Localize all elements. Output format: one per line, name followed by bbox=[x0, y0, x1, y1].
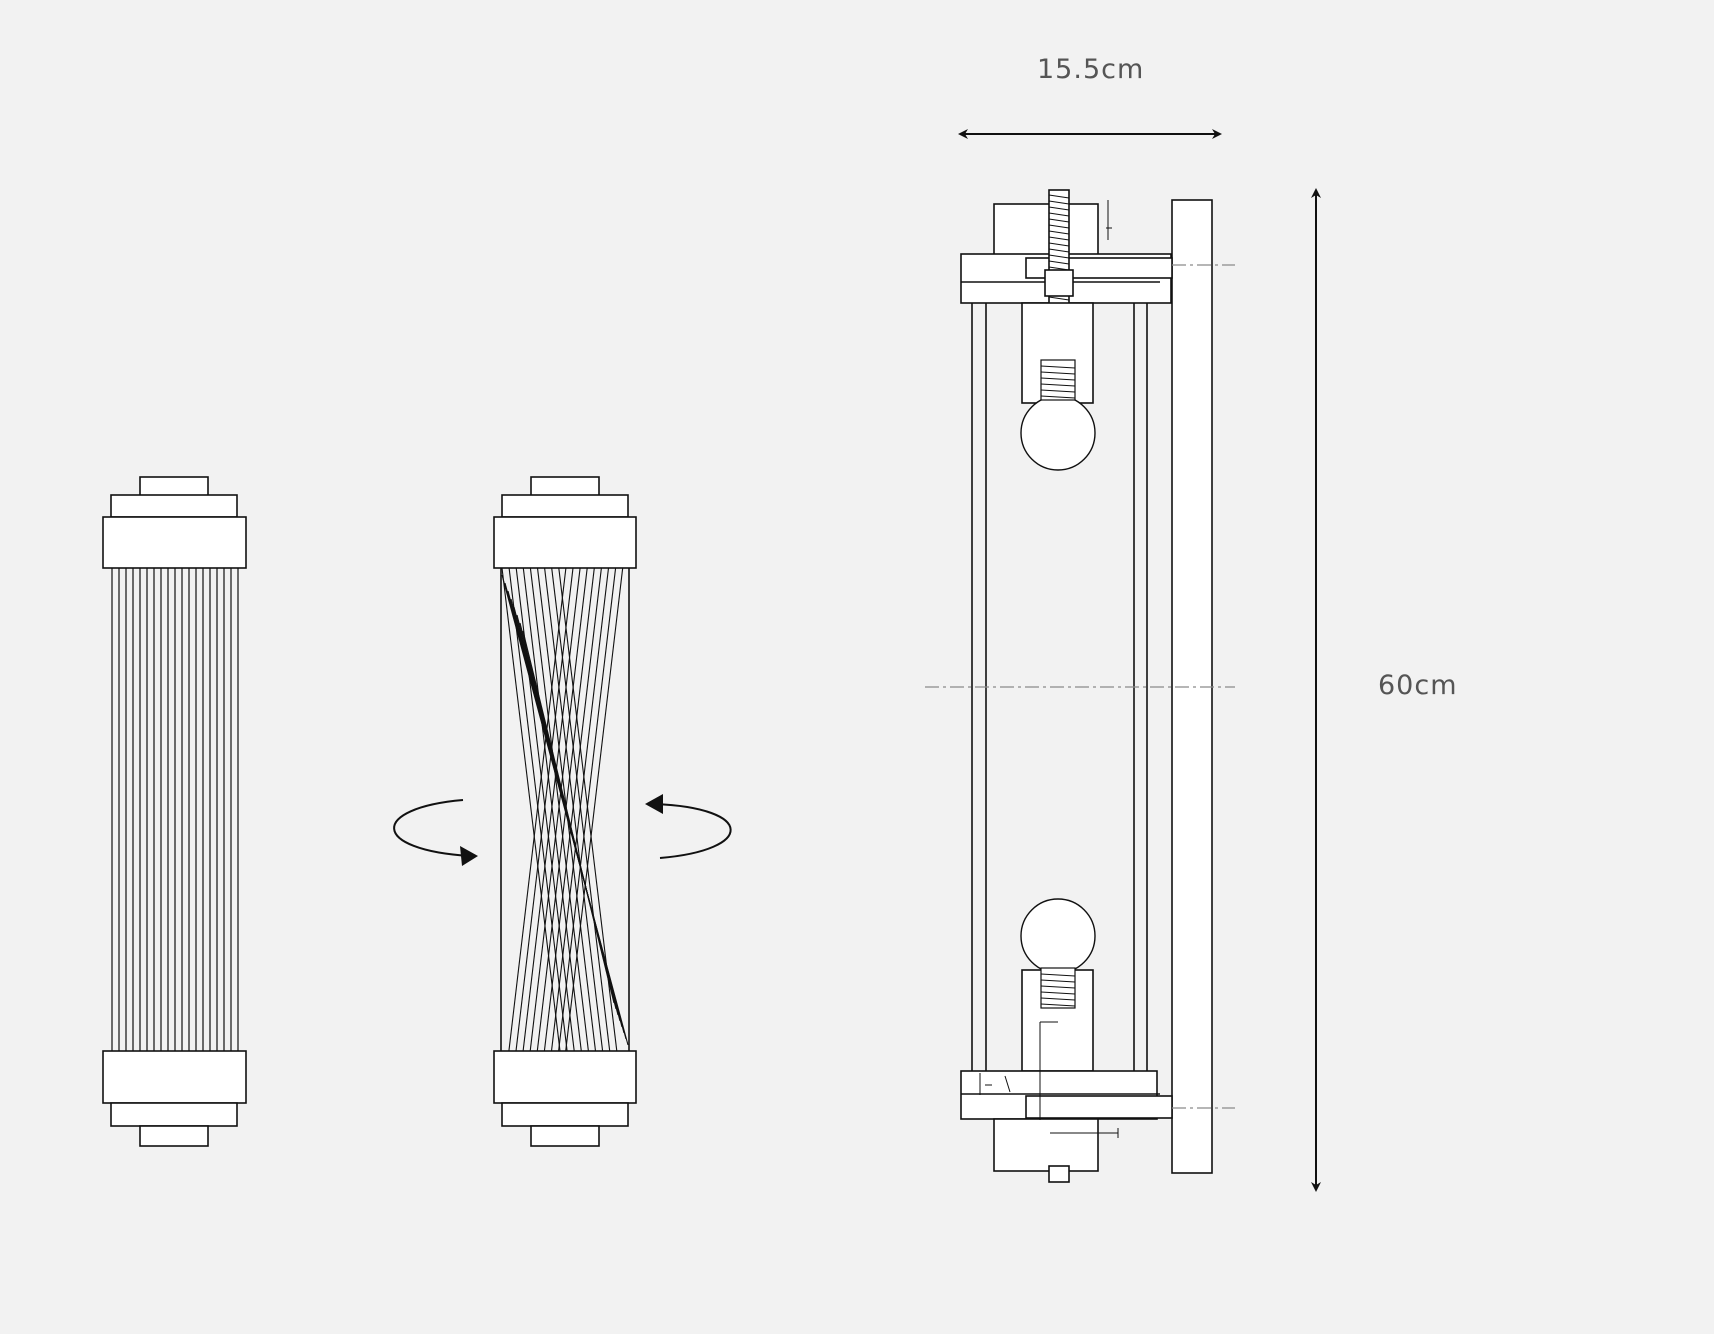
thread-line bbox=[1048, 218, 1070, 223]
bulb-thread-line bbox=[1040, 973, 1076, 977]
thread-line bbox=[1048, 248, 1070, 253]
bulb-thread-line bbox=[1040, 371, 1076, 375]
twisted-rods bbox=[501, 567, 629, 1052]
bulb-thread-line bbox=[1040, 383, 1076, 387]
twisted-rod-line bbox=[529, 567, 588, 1052]
bulb-thread-line bbox=[1040, 985, 1076, 989]
bulb-icon bbox=[1020, 359, 1096, 471]
thread-line bbox=[1048, 260, 1070, 265]
thread-line bbox=[1048, 200, 1070, 205]
twisted-rod-line bbox=[522, 630, 615, 1004]
thread-line bbox=[1048, 194, 1070, 199]
twisted-rod-line bbox=[565, 567, 624, 1052]
bulb-thread-line bbox=[1040, 991, 1076, 995]
bulb-thread-line bbox=[1040, 389, 1076, 393]
thread-line bbox=[1048, 230, 1070, 235]
bulb-thread-line bbox=[1040, 377, 1076, 381]
width-dimension-label: 15.5cm bbox=[1037, 54, 1145, 85]
thread-line bbox=[1048, 242, 1070, 247]
thread-line bbox=[1048, 206, 1070, 211]
twisted-rod-line bbox=[558, 567, 617, 1052]
twisted-rod-line bbox=[551, 567, 611, 1052]
bulb-thread-line bbox=[1040, 1003, 1076, 1007]
rotate-left-arrow-icon bbox=[393, 799, 478, 866]
bulb-icon bbox=[1020, 898, 1096, 1009]
thread-line bbox=[1048, 254, 1070, 259]
bulb-thread-line bbox=[1040, 395, 1076, 399]
twisted-rod-line bbox=[529, 567, 589, 1052]
twisted-rod-line bbox=[515, 567, 574, 1052]
twisted-rod-line bbox=[522, 567, 582, 1052]
twisted-rod-line bbox=[522, 567, 581, 1052]
straight-rods bbox=[111, 568, 239, 1051]
rotate-right-arrow-icon bbox=[645, 794, 732, 859]
twisted-rod-line bbox=[501, 567, 561, 1052]
bulb-thread-line bbox=[1040, 979, 1076, 983]
twisted-rod-line bbox=[508, 567, 567, 1052]
side-section-view bbox=[960, 189, 1213, 1183]
thread-line bbox=[1048, 224, 1070, 229]
bulb-thread-line bbox=[1040, 365, 1076, 369]
thread-line bbox=[1048, 212, 1070, 217]
height-dimension-label: 60cm bbox=[1378, 670, 1458, 701]
twisted-rod-line bbox=[508, 567, 568, 1052]
bulb-thread-line bbox=[1040, 997, 1076, 1001]
twisted-rod-line bbox=[550, 567, 610, 1052]
front-view-twisted-rods bbox=[493, 476, 637, 1147]
center-lines bbox=[925, 264, 1235, 1109]
thread-line bbox=[1048, 296, 1070, 301]
front-view-straight-rods bbox=[102, 476, 247, 1147]
twisted-rod-line bbox=[543, 567, 602, 1052]
threaded-rod-bottom bbox=[1048, 1165, 1070, 1183]
twisted-rod-line bbox=[544, 567, 604, 1052]
thread-line bbox=[1048, 236, 1070, 241]
